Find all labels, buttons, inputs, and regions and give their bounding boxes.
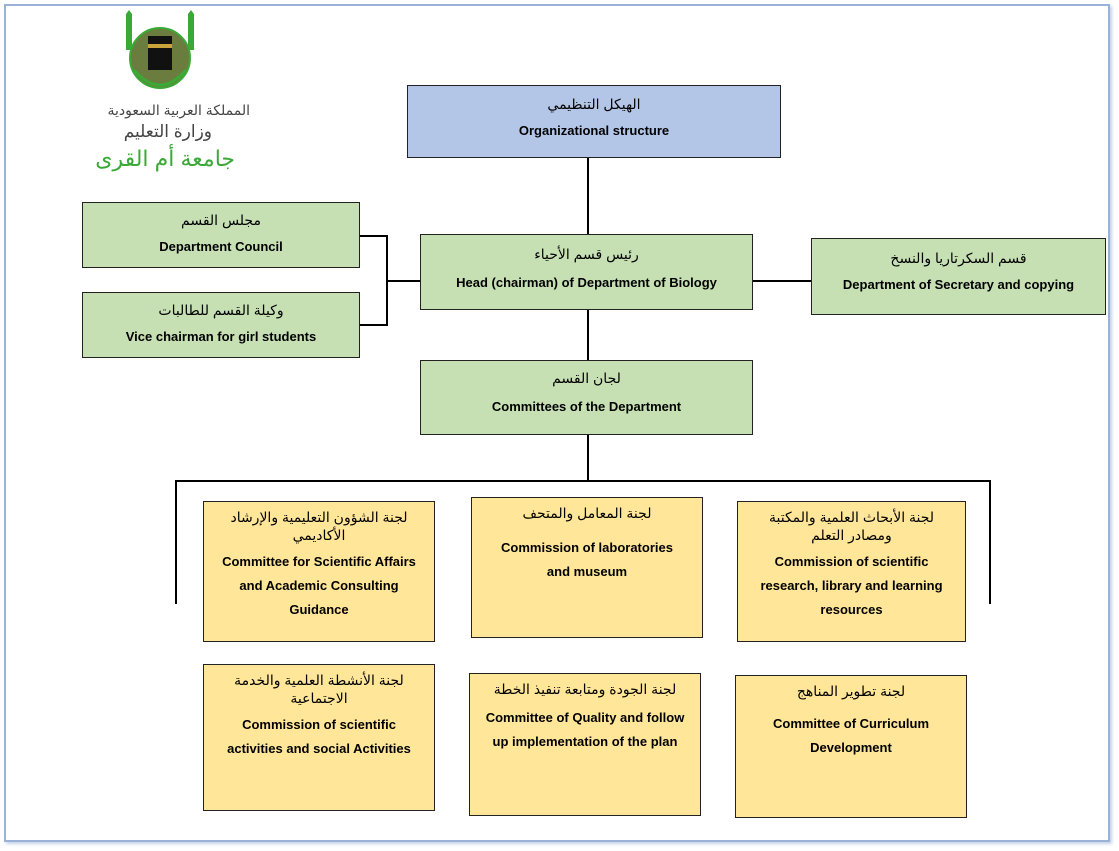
connector-line: [753, 280, 811, 282]
committee-en: Commission of laboratories and museum: [501, 540, 673, 579]
secretary-en: Department of Secretary and copying: [842, 277, 1075, 292]
committees-en: Committees of the Department: [491, 399, 682, 414]
secretary-box: قسم السكرتاريا والنسخ Department of Secr…: [811, 238, 1106, 315]
committee-ar: لجنة المعامل والمتحف: [522, 505, 652, 521]
committee-box: لجنة المعامل والمتحف Commission of labor…: [471, 497, 703, 638]
committee-en: Commission of scientific activities and …: [227, 717, 411, 756]
logo-line-3: جامعة أم القرى: [95, 146, 235, 171]
secretary-ar: قسم السكرتاريا والنسخ: [890, 250, 1027, 266]
connector-line: [175, 480, 991, 482]
committee-box: لجنة الجودة ومتابعة تنفيذ الخطة Committe…: [469, 673, 701, 816]
committee-box: لجنة الأنشطة العلمية والخدمة الاجتماعية …: [203, 664, 435, 811]
vice-chairman-box: وكيلة القسم للطالبات Vice chairman for g…: [82, 292, 360, 358]
committee-ar: لجنة الشؤون التعليمية والإرشاد الأكاديمي: [230, 509, 408, 543]
department-council-ar: مجلس القسم: [181, 212, 261, 228]
vice-chairman-en: Vice chairman for girl students: [125, 329, 317, 344]
connector-line: [359, 235, 387, 237]
department-council-en: Department Council: [159, 239, 283, 254]
org-structure-en: Organizational structure: [518, 123, 670, 138]
connector-line: [587, 310, 589, 360]
head-of-department-en: Head (chairman) of Department of Biology: [456, 275, 717, 290]
diagram-frame: [4, 4, 1110, 842]
connector-line: [989, 480, 991, 604]
committee-ar: لجنة الأبحاث العلمية والمكتبة ومصادر الت…: [768, 509, 935, 543]
committee-box: لجنة الشؤون التعليمية والإرشاد الأكاديمي…: [203, 501, 435, 642]
connector-line: [175, 480, 177, 604]
logo-line-1: المملكة العربية السعودية: [107, 102, 250, 118]
connector-line: [387, 280, 420, 282]
university-logo: المملكة العربية السعودية وزارة التعليم ج…: [70, 10, 250, 180]
head-of-department-ar: رئيس قسم الأحياء: [534, 246, 639, 262]
committee-ar: لجنة الجودة ومتابعة تنفيذ الخطة: [493, 681, 677, 697]
committee-box: لجنة الأبحاث العلمية والمكتبة ومصادر الت…: [737, 501, 966, 642]
committee-box: لجنة تطوير المناهج Committee of Curricul…: [735, 675, 967, 818]
org-structure-ar: الهيكل التنظيمي: [547, 96, 641, 112]
committee-ar: لجنة تطوير المناهج: [796, 683, 906, 699]
committee-ar: لجنة الأنشطة العلمية والخدمة الاجتماعية: [234, 672, 404, 706]
university-emblem-icon: [126, 10, 194, 89]
org-structure-box: الهيكل التنظيمي Organizational structure: [407, 85, 781, 158]
connector-line: [359, 324, 387, 326]
committee-en: Committee of Curriculum Development: [772, 716, 929, 755]
committee-en: Commission of scientific research, libra…: [760, 554, 943, 617]
logo-line-2: وزارة التعليم: [123, 122, 212, 141]
committees-ar: لجان القسم: [552, 370, 621, 386]
committee-en: Committee for Scientific Affairs and Aca…: [222, 554, 416, 617]
committee-en: Committee of Quality and follow up imple…: [485, 710, 685, 749]
vice-chairman-ar: وكيلة القسم للطالبات: [158, 302, 284, 318]
head-of-department-box: رئيس قسم الأحياء Head (chairman) of Depa…: [420, 234, 753, 310]
connector-line: [587, 435, 589, 481]
committees-box: لجان القسم Committees of the Department: [420, 360, 753, 435]
connector-line: [587, 158, 589, 235]
department-council-box: مجلس القسم Department Council: [82, 202, 360, 268]
